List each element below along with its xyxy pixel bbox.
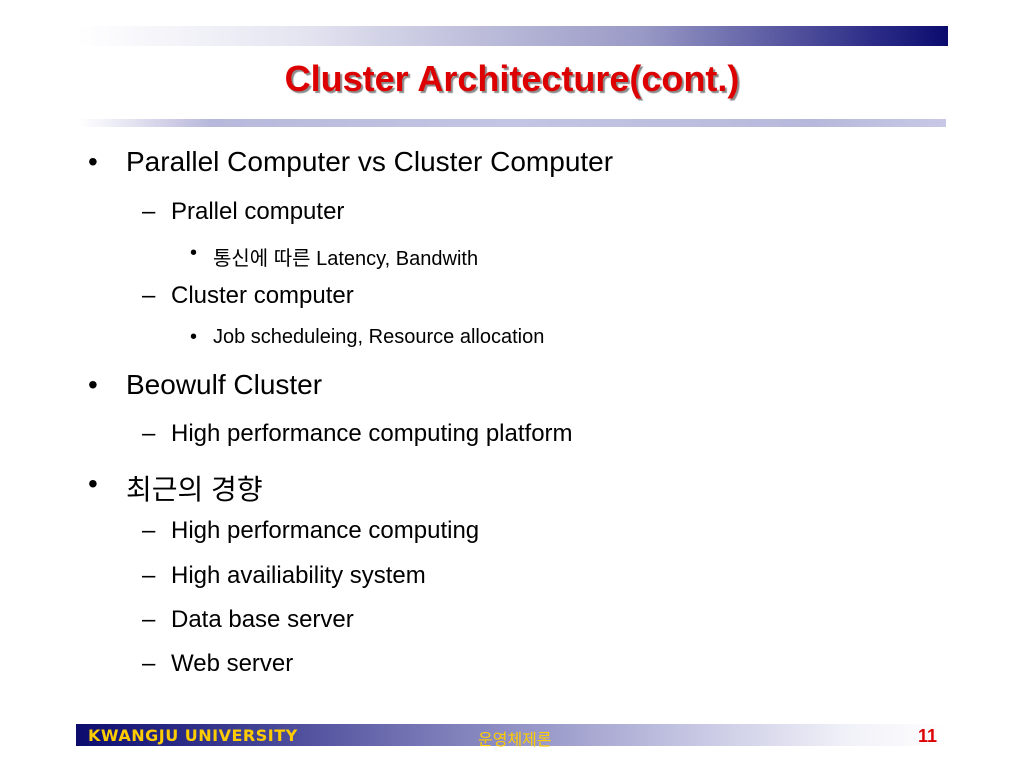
sub-bullet-text: High availiability system xyxy=(171,562,426,589)
title-underline-bar xyxy=(80,119,946,127)
dash-marker: – xyxy=(142,517,156,544)
dash-marker: – xyxy=(142,282,156,309)
sub-bullet-text: High performance computing xyxy=(171,517,480,544)
dash-marker: – xyxy=(142,562,156,589)
sub-bullet-text: Web server xyxy=(171,650,294,677)
bullet-marker: • xyxy=(88,146,98,177)
dash-marker: – xyxy=(142,606,156,633)
bullet-text: 최근의 경향 xyxy=(126,474,263,505)
footer-gradient-bar xyxy=(76,724,948,746)
bullet-text: Beowulf Cluster xyxy=(126,369,323,400)
bullet-marker: • xyxy=(190,326,198,348)
sub-sub-bullet-text: 통신에 따른 Latency, Bandwith xyxy=(213,248,479,270)
bullet-text: Parallel Computer vs Cluster Computer xyxy=(126,146,614,177)
slide-title: Cluster Architecture(cont.) xyxy=(284,58,740,99)
dash-marker: – xyxy=(142,420,156,447)
sub-bullet-text: Data base server xyxy=(171,606,354,633)
page-number: 11 xyxy=(918,726,938,746)
header-gradient-bar xyxy=(76,26,948,46)
sub-bullet-text: Prallel computer xyxy=(171,198,345,225)
sub-sub-bullet-text: Job scheduleing, Resource allocation xyxy=(213,326,545,348)
bullet-marker: • xyxy=(88,369,98,400)
footer-organization: KWANGJU UNIVERSITY xyxy=(88,726,298,745)
bullet-marker: • xyxy=(190,242,198,264)
dash-marker: – xyxy=(142,198,156,225)
sub-bullet-text: High performance computing platform xyxy=(171,420,573,447)
footer-course-title: 운영체제론 xyxy=(478,730,552,749)
sub-bullet-text: Cluster computer xyxy=(171,282,354,309)
dash-marker: – xyxy=(142,650,156,677)
bullet-marker: • xyxy=(88,468,98,499)
